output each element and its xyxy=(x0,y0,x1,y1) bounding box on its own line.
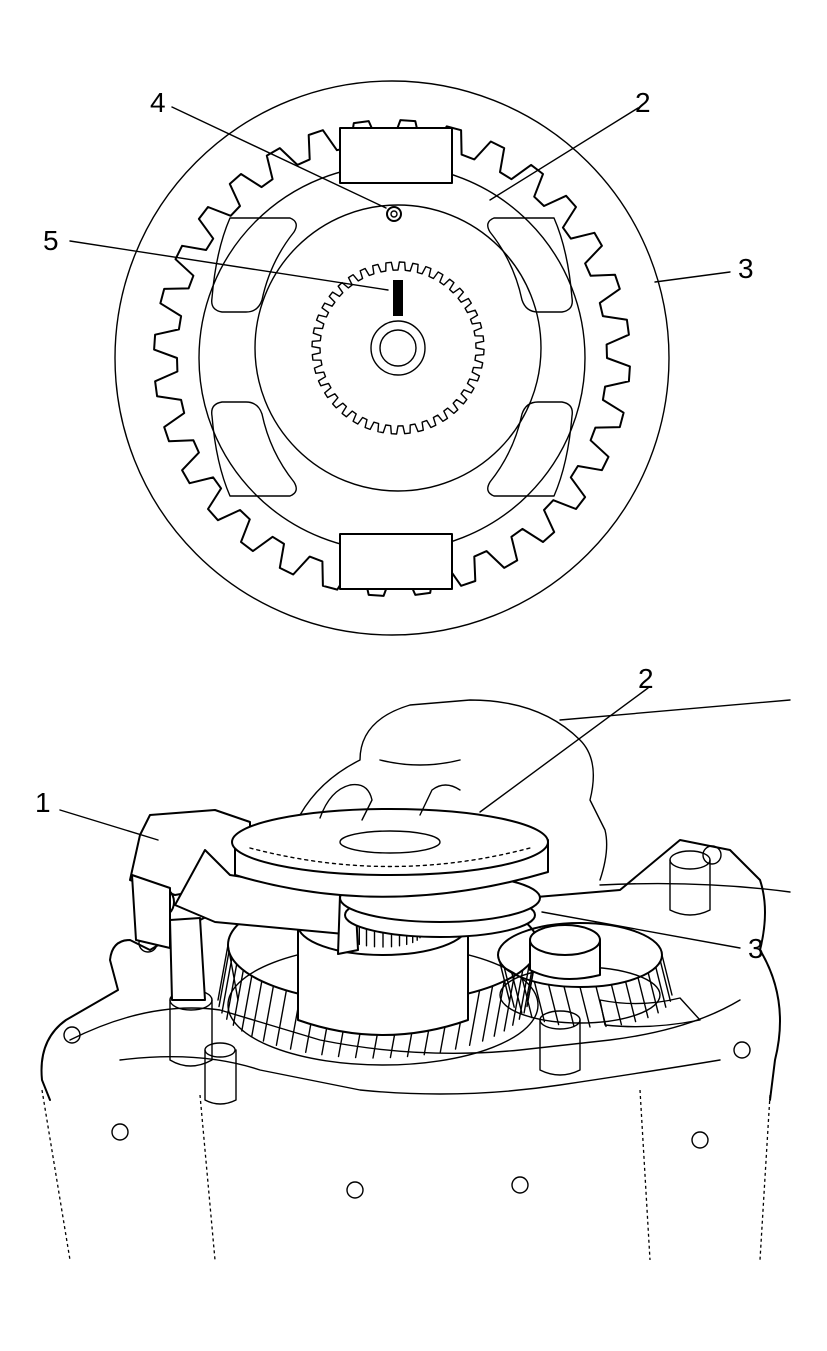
leader-3-top xyxy=(654,271,731,283)
window-upper-left xyxy=(211,217,297,313)
forearm-bottom xyxy=(599,882,791,893)
housing-flange-edge xyxy=(69,999,741,1055)
small-gear-stub-top xyxy=(529,924,601,956)
leader-2-bottom xyxy=(479,687,649,813)
callout-3-bottom: 3 xyxy=(748,933,764,964)
leader-2-top xyxy=(489,107,639,201)
outer-disc-outline xyxy=(114,80,670,636)
leader-5 xyxy=(69,240,389,291)
callout-2-top: 2 xyxy=(635,87,651,118)
top-view: 4 2 5 3 xyxy=(43,80,754,636)
assembly-view: 1 2 3 xyxy=(35,663,791,1261)
hand-outline xyxy=(299,699,608,881)
tool-disc-top xyxy=(231,808,549,876)
small-gear-teeth xyxy=(497,954,673,1028)
dowel-pin-center xyxy=(390,210,398,218)
housing-wall-2 xyxy=(199,1094,216,1261)
leader-4 xyxy=(171,106,387,209)
housing-bolt-holes xyxy=(63,845,751,1199)
housing-flange-inner xyxy=(119,1055,721,1095)
callout-3-top: 3 xyxy=(738,253,754,284)
hand-knuckle-line xyxy=(379,759,461,766)
callout-5: 5 xyxy=(43,225,59,256)
dowel-pin xyxy=(386,206,402,222)
tool-disc-scale xyxy=(249,847,531,868)
forearm-top xyxy=(559,699,791,721)
sprocket-teeth-outline xyxy=(153,119,631,597)
window-upper-right xyxy=(487,217,573,313)
housing-wall-3 xyxy=(639,1089,651,1261)
callout-4: 4 xyxy=(150,87,166,118)
leader-1 xyxy=(59,809,159,841)
housing-right-wall xyxy=(759,1094,771,1261)
hand-finger-1 xyxy=(319,783,373,821)
tool-disc-bore xyxy=(339,830,441,854)
leader-3-bottom xyxy=(541,911,741,949)
puller-rod xyxy=(169,917,206,1001)
callout-1: 1 xyxy=(35,787,51,818)
puller-side-plate xyxy=(131,874,171,949)
top-lug xyxy=(339,127,453,184)
center-bore-inner xyxy=(379,329,417,367)
window-lower-right xyxy=(487,401,573,497)
housing-left-wall xyxy=(41,1089,71,1261)
spline-ring xyxy=(311,261,485,435)
hand-finger-2 xyxy=(419,784,461,816)
alignment-mark xyxy=(393,280,403,316)
window-lower-left xyxy=(211,401,297,497)
sprocket-inner-rim xyxy=(198,164,586,552)
bottom-lug xyxy=(339,533,453,590)
hub-disc xyxy=(254,204,542,492)
center-bore xyxy=(370,320,426,376)
callout-2-bottom: 2 xyxy=(638,663,654,694)
